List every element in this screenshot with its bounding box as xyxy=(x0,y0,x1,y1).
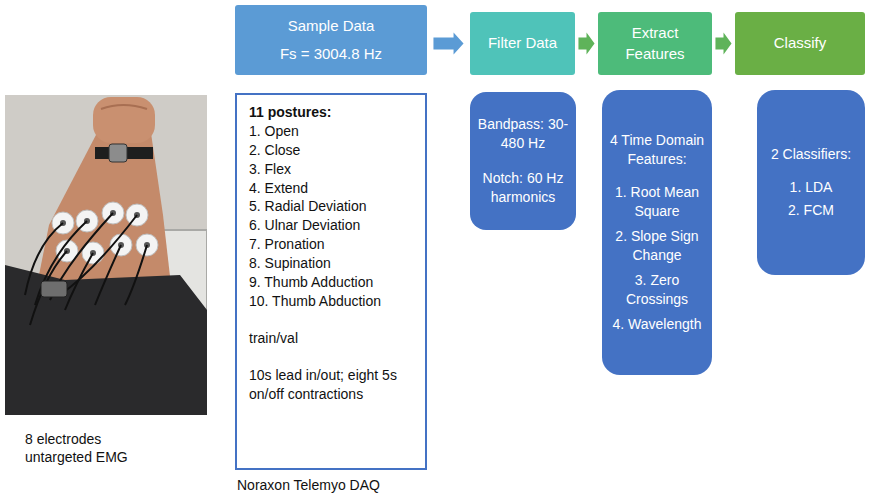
posture-item: 10. Thumb Abduction xyxy=(249,292,413,311)
feature-item: 2. Slope Sign Change xyxy=(608,227,706,265)
detail-panel: 11 postures:1. Open2. Close3. Flex4. Ext… xyxy=(235,93,427,470)
lead-wires xyxy=(25,213,147,325)
detail-box: 2 Classifiers: 1. LDA 2. FCM xyxy=(757,90,865,275)
fist xyxy=(93,97,155,143)
filter-spec: Notch: 60 Hz harmonics xyxy=(476,169,570,207)
knuckles xyxy=(101,105,147,109)
protocol-note: 10s lead in/out; eight 5s on/off contrac… xyxy=(249,366,413,404)
arrow-shape xyxy=(715,33,731,55)
step-heading: Filter Data xyxy=(478,33,567,53)
flow-arrow xyxy=(433,33,463,55)
detail-box: 4 Time Domain Features: 1. Root Mean Squa… xyxy=(602,90,712,375)
process-box: Classify xyxy=(735,12,865,75)
posture-item: 3. Flex xyxy=(249,160,413,179)
sleeve xyxy=(5,265,207,415)
posture-item: 8. Supination xyxy=(249,254,413,273)
wire xyxy=(35,221,87,305)
flow-arrow xyxy=(578,33,594,55)
photo-caption: 8 electrodes untargeted EMG xyxy=(25,430,147,466)
list-heading: 2 Classifiers: xyxy=(763,145,859,164)
posture-item: 5. Radial Deviation xyxy=(249,197,413,216)
wire xyxy=(30,251,67,325)
wire xyxy=(125,245,147,305)
process-box: Extract Features xyxy=(598,12,712,75)
sensor-module xyxy=(41,281,67,297)
forearm xyxy=(35,133,171,295)
arrow-shape xyxy=(578,33,594,55)
wire xyxy=(65,253,93,310)
feature-item: 3. Zero Crossings xyxy=(608,271,706,309)
arrow-shape xyxy=(433,33,463,55)
arm-photo xyxy=(5,95,207,415)
sample-rate: Fs = 3004.8 Hz xyxy=(243,44,419,64)
posture-item: 7. Pronation xyxy=(249,235,413,254)
flow-arrow xyxy=(715,33,731,55)
process-box: Sample Data Fs = 3004.8 Hz xyxy=(235,5,427,75)
list-heading: 11 postures: xyxy=(249,103,413,122)
detail-box: Bandpass: 30-480 Hz Notch: 60 Hz harmonic… xyxy=(470,92,576,230)
posture-item: 1. Open xyxy=(249,122,413,141)
step-heading: Extract Features xyxy=(606,23,704,64)
feature-item: 4. Wavelength xyxy=(608,315,706,334)
posture-item: 4. Extend xyxy=(249,179,413,198)
wire xyxy=(60,215,137,295)
device-label: Noraxon Telemyo DAQ xyxy=(237,476,437,494)
classifier-item: 1. LDA xyxy=(763,178,859,197)
posture-item: 6. Ulnar Deviation xyxy=(249,216,413,235)
classifier-item: 2. FCM xyxy=(763,201,859,220)
step-heading: Sample Data xyxy=(243,16,419,36)
photo-background xyxy=(5,95,207,415)
list-heading: 4 Time Domain Features: xyxy=(608,131,706,169)
process-box: Filter Data xyxy=(470,12,575,75)
posture-item: 9. Thumb Adduction xyxy=(249,273,413,292)
wire xyxy=(95,245,121,305)
filter-spec: Bandpass: 30-480 Hz xyxy=(476,115,570,153)
feature-item: 1. Root Mean Square xyxy=(608,183,706,221)
step-heading: Classify xyxy=(743,33,857,53)
watch-face xyxy=(109,144,127,162)
split-note: train/val xyxy=(249,329,413,348)
posture-item: 2. Close xyxy=(249,141,413,160)
